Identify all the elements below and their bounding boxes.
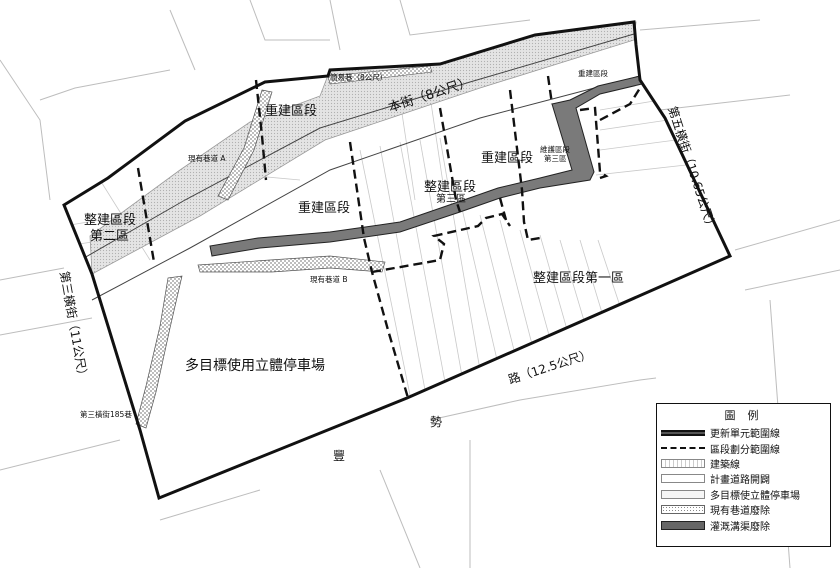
legend-label: 多目標使立體停車場 [710,490,800,502]
alley-top-fill [327,65,433,85]
legend-label: 建築線 [710,459,740,471]
legend: 圖例 更新單元範圍線 區段劃分範圍線 建築線 計畫道路開闢 多目標使立體停車場 … [656,403,831,547]
renewal-unit-boundary [62,20,733,501]
label-alley-b: 現有巷道 B [310,274,348,284]
label-rebuild-top: 重建區段 [578,68,608,78]
legend-label: 灌溉溝渠廢除 [710,521,770,533]
label-reorg-zone3-sub: 第三區 [436,192,466,205]
legend-item-parking: 多目標使立體停車場 [661,487,830,502]
legend-swatch-parking [661,489,705,499]
legend-item-building-line: 建築線 [661,456,830,471]
label-maint-zone3-sub: 第三區 [544,153,567,163]
alley-a-fill [217,89,273,201]
label-rebuild-c: 重建區段 [481,150,533,166]
label-south-road: 路（12.5公尺） [506,346,593,387]
label-reorg-zone2-sub: 第二區 [90,229,129,244]
alley-parking-fill [135,275,183,429]
legend-label: 更新單元範圍線 [710,429,780,441]
label-rebuild-b: 重建區段 [298,200,350,216]
legend-item-alley-removed: 現有巷道廢除 [661,502,830,517]
legend-label: 區段劃分範圍線 [710,444,780,456]
legend-swatch-section-boundary [661,447,705,450]
legend-label: 現有巷道廢除 [710,506,770,518]
label-rebuild-a: 重建區段 [265,103,317,119]
label-parking: 多目標使用立體停車場 [185,357,325,374]
main-street-edge-lower [91,75,641,301]
legend-item-unit-boundary: 更新單元範圍線 [661,425,830,440]
label-maint-zone3: 維護區段 [540,144,570,154]
section-boundaries [136,75,642,399]
label-top-note: 簡易巷（8公尺） [330,72,387,82]
label-alley-a: 現有巷道 A [188,153,226,163]
legend-swatch-unit-boundary [661,429,705,436]
legend-item-section-boundary: 區段劃分範圍線 [661,440,830,456]
label-reorg-zone2: 整建區段 [84,213,136,228]
label-street-west: 第三橫街（11公尺） [57,270,90,382]
legend-item-road-opening: 計畫道路開闢 [661,471,830,486]
label-reorg-zone1: 整建區段第一區 [533,271,624,286]
label-street-east: 第五橫街（10.65公尺） [665,105,719,233]
label-lane-185: 第三橫街185巷 [80,409,132,419]
label-reorg-zone3: 整建區段 [424,180,476,195]
legend-item-canal-removed: 灌溉溝渠廢除 [661,517,830,533]
label-south-char2: 勢 [430,414,442,429]
legend-title: 圖例 [724,409,771,422]
legend-label: 計畫道路開闢 [710,475,770,487]
alley-b-fill [197,255,386,273]
legend-swatch-building-line [661,458,705,468]
main-street-edge-upper [83,33,635,259]
legend-swatch-canal-removed [661,520,705,530]
label-south-char1: 豐 [333,449,345,463]
legend-swatch-alley-removed [661,505,705,515]
legend-swatch-road-opening [661,474,705,484]
